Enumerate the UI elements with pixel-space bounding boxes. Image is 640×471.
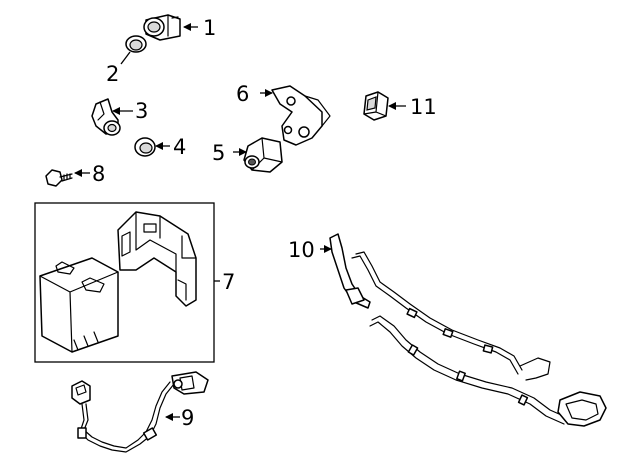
callout-3: 3 bbox=[135, 99, 148, 123]
module-bracket bbox=[117, 211, 197, 307]
part-10-main-harness[interactable] bbox=[329, 233, 607, 427]
callout-4: 4 bbox=[173, 135, 186, 159]
part-5-rear-camera[interactable] bbox=[243, 137, 283, 173]
leader-2 bbox=[120, 51, 131, 65]
callout-7: 7 bbox=[222, 270, 235, 294]
part-3-sensor-holder[interactable] bbox=[91, 98, 121, 136]
callout-9: 9 bbox=[181, 406, 194, 430]
callout-8: 8 bbox=[92, 162, 105, 186]
callout-1: 1 bbox=[203, 16, 216, 40]
callout-10: 10 bbox=[288, 238, 315, 262]
part-9-wire-harness[interactable] bbox=[71, 371, 209, 453]
part-4-grommet[interactable] bbox=[134, 137, 156, 157]
callout-11: 11 bbox=[410, 95, 437, 119]
part-7-assembly-box[interactable] bbox=[34, 202, 215, 363]
part-1-parking-sensor[interactable] bbox=[143, 14, 181, 41]
control-module bbox=[39, 257, 119, 353]
callout-2: 2 bbox=[106, 62, 119, 86]
part-6-camera-bracket[interactable] bbox=[271, 85, 331, 146]
part-11-connector[interactable] bbox=[363, 91, 389, 121]
callout-6: 6 bbox=[236, 82, 249, 106]
callout-5: 5 bbox=[212, 141, 225, 165]
part-2-sensor-retainer[interactable] bbox=[125, 35, 147, 53]
part-8-bolt[interactable] bbox=[45, 169, 73, 187]
